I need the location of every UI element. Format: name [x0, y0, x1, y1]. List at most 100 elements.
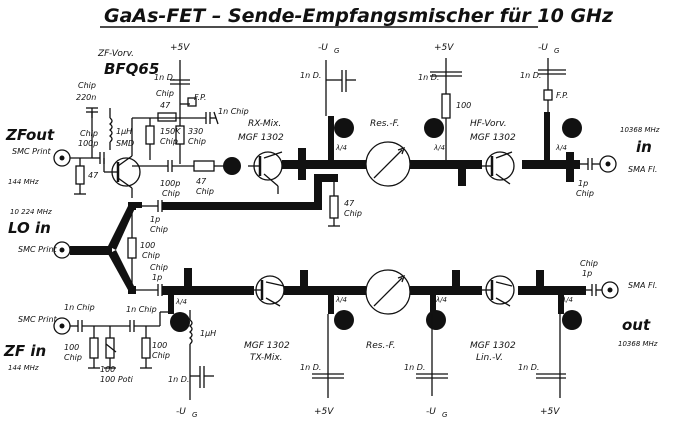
lo-up-stub [314, 174, 338, 182]
tx-1nd-label: 1n D. [168, 375, 189, 384]
lin-fet [482, 275, 515, 307]
zf-out-smc-label: SMC Print [12, 147, 52, 156]
tx-strip-2 [284, 286, 360, 295]
tx-strip-t [184, 268, 192, 294]
hf-strip-2 [522, 160, 580, 169]
zf-in-1n-chip-a: 1n Chip [64, 303, 95, 312]
lo-up-riser [314, 178, 322, 210]
rx-lambda4-stub-a [328, 116, 334, 160]
tx-lambda4-a: λ/4 [175, 298, 187, 306]
lin-gate-dot [426, 310, 446, 330]
tx-choke-label: 1µH [200, 329, 216, 338]
rf-out-cap-value: 1p [582, 269, 592, 278]
rf-in-connector [580, 155, 617, 173]
bfq65-label: BFQ65 [104, 60, 159, 78]
cap-1n-chip-rx-label: 1n Chip [218, 107, 249, 116]
hf-ug-1nd: 1n D. [520, 71, 541, 80]
lin-strip-2 [518, 286, 586, 295]
hf-plus5v-label: +5V [434, 43, 454, 53]
r47-bias-value: 47 [160, 101, 171, 110]
tx-mix-part: MGF 1302 [244, 341, 290, 351]
zf-plus5v-label: +5V [170, 43, 190, 53]
rx-gate-dot [334, 118, 354, 138]
lo-up-cap-value: 1p [150, 215, 160, 224]
lo-down-cap-value: 1p [152, 273, 162, 282]
hf-ug-fp: F.P. [556, 91, 568, 100]
lo-strip-main [70, 246, 112, 255]
hf-out-dot [562, 118, 582, 138]
rx-mix-label: RX-Mix. [248, 119, 281, 129]
tx-plus5v-feed [312, 314, 344, 398]
rx-lambda4-a: λ/4 [335, 144, 347, 152]
hf-strip-1 [428, 160, 482, 169]
zf-in-r100-b: 100 [152, 341, 167, 350]
lin-v-label: Lin.-V. [476, 353, 503, 363]
lo-in-label: LO in [8, 219, 51, 237]
lin-lambda4-stub-b [558, 294, 564, 314]
zf-in-label: ZF in [3, 342, 46, 360]
lin-plus5v-feed [536, 314, 566, 398]
cap-220n-chip-label: Chip [78, 81, 96, 90]
hf-lambda4-b: λ/4 [555, 144, 567, 152]
zf-in-freq: 144 MHz [8, 364, 39, 372]
lin-strip-t2 [536, 270, 544, 294]
r47-rx-value: 47 [196, 177, 207, 186]
lin-ug-feed [416, 314, 448, 396]
zf-in-smc-label: SMC Print [18, 315, 58, 324]
tx-gate-dot [170, 312, 190, 332]
lin-ug-label: -U [426, 407, 436, 417]
lo-up-join [136, 202, 142, 208]
lo-corner-down [128, 286, 136, 294]
r330-value: 330 [188, 127, 203, 136]
tx-lambda4-stub-b [328, 294, 334, 314]
tx-choke [188, 310, 214, 400]
cap-220n [86, 107, 98, 158]
tx-lambda4-stub [168, 294, 174, 314]
rf-in-sma: SMA Fl. [628, 165, 657, 174]
tx-res-label: Res.-F. [366, 341, 395, 351]
lo-r47-chip: Chip [344, 209, 362, 218]
hf-gate-dot [424, 118, 444, 138]
zf-in-connector [53, 317, 78, 335]
lin-lambda4-stub [430, 294, 436, 314]
zf-1nd-label: 1n D. [154, 73, 175, 82]
tx-res-filter [360, 269, 434, 315]
lo-up-strip [162, 202, 322, 210]
hf-supply [430, 58, 462, 160]
hf-r100-label: 100 [456, 101, 471, 110]
lin-lambda4-b: λ/4 [561, 296, 573, 304]
choke-smd-label: SMD [116, 139, 134, 148]
zf-in-1n-chip-b: 1n Chip [126, 305, 157, 314]
hf-1nd-label: 1n D. [418, 73, 439, 82]
hf-strip-t [458, 160, 466, 186]
rx-strip-1 [282, 160, 356, 169]
bfq65-transistor [103, 155, 141, 198]
zf-fp-label: F.P. [194, 93, 206, 102]
lo-strip-up [108, 206, 136, 250]
hf-lambda4-stub [544, 112, 550, 160]
tx-mix-label: TX-Mix. [250, 353, 283, 363]
cap-100p-value: 100p [78, 139, 98, 148]
zf-in-poti-label: 100 Poti [100, 375, 134, 384]
lin-out-dot [562, 310, 582, 330]
hf-fet [482, 151, 515, 185]
rx-mix-part: MGF 1302 [238, 133, 284, 143]
lin-lambda4-a: λ/4 [435, 296, 447, 304]
rx-mix-fet [248, 151, 283, 194]
choke-1uh-zf [108, 108, 113, 150]
schematic-title: GaAs-FET – Sende-Empfangsmischer für 10 … [104, 5, 614, 27]
tx-lambda4-b: λ/4 [335, 296, 347, 304]
lo-balance-resistor [127, 210, 137, 286]
r330-chip-label: Chip [188, 137, 206, 146]
rx-if-filter [132, 160, 224, 172]
choke-1uh-label: 1µH [116, 127, 132, 136]
lo-down-cap-chip: Chip [150, 263, 168, 272]
tx-strip-t2 [300, 270, 308, 294]
tx-ug-label: -U [176, 407, 186, 417]
lin-part-label: MGF 1302 [470, 341, 516, 351]
r47-rx-chip: Chip [196, 187, 214, 196]
lo-r47-ground [328, 182, 340, 227]
r150k-value: 150K [160, 127, 181, 136]
lin-1nd-label: 1n D. [404, 363, 425, 372]
